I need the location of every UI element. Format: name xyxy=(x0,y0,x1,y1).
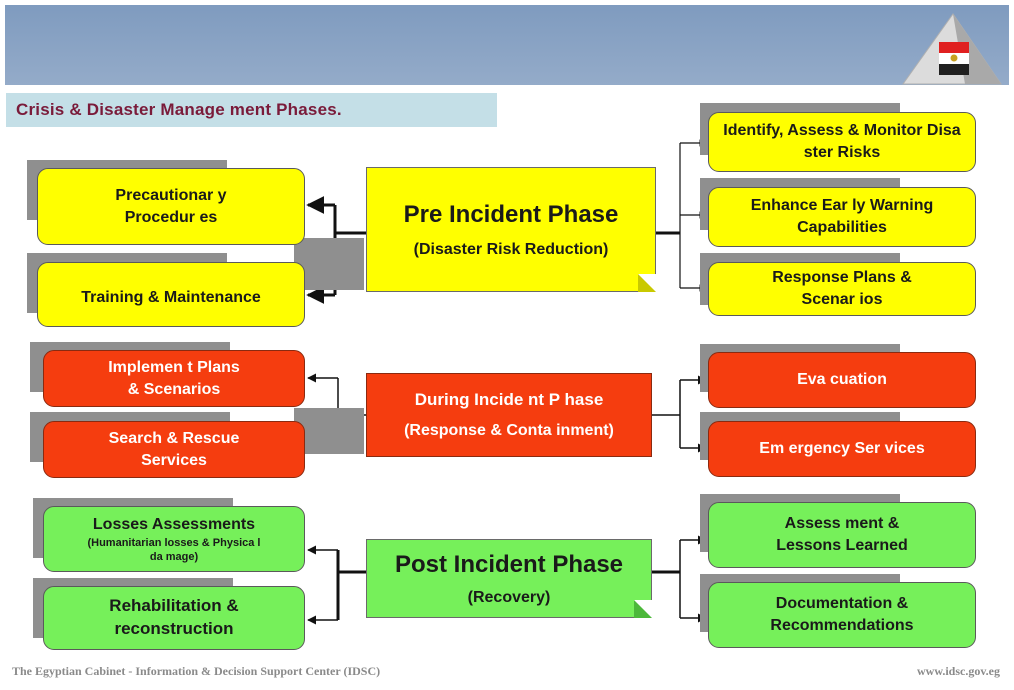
assessment-lessons-box: Assess ment & Lessons Learned xyxy=(708,502,976,568)
implement-plans-box: Implemen t Plans & Scenarios xyxy=(43,350,305,407)
losses-assessments-box: Losses Assessments (Humanitarian losses … xyxy=(43,506,305,572)
footer-website-link[interactable]: www.idsc.gov.eg xyxy=(916,664,1000,678)
precautionary-procedures-box: Precautionar y Procedur es xyxy=(37,168,305,245)
header-banner xyxy=(5,5,1009,85)
enhance-early-warning-box: Enhance Ear ly Warning Capabilities xyxy=(708,187,976,247)
pre-incident-phase-title: Pre Incident Phase xyxy=(403,200,619,228)
training-maintenance-box: Training & Maintenance xyxy=(37,262,305,327)
footer-organization: The Egyptian Cabinet - Information & Dec… xyxy=(12,664,381,678)
evacuation-box: Eva cuation xyxy=(708,352,976,408)
during-incident-phase-subtitle: (Response & Conta inment) xyxy=(404,422,614,439)
post-incident-phase-subtitle: (Recovery) xyxy=(467,588,551,606)
pre-incident-phase-box: Pre Incident Phase (Disaster Risk Reduct… xyxy=(366,167,656,292)
documentation-recommendations-box: Documentation & Recommendations xyxy=(708,582,976,648)
response-plans-box: Response Plans & Scenar ios xyxy=(708,262,976,316)
emergency-services-box: Em ergency Ser vices xyxy=(708,421,976,477)
identify-assess-monitor-box: Identify, Assess & Monitor Disa ster Ris… xyxy=(708,112,976,172)
page-fold-icon xyxy=(634,600,652,618)
page-fold-icon xyxy=(638,274,656,292)
post-incident-phase-title: Post Incident Phase xyxy=(394,550,624,578)
during-incident-phase-title: During Incide nt P hase xyxy=(414,390,604,409)
slide-subtitle: Crisis & Disaster Manage ment Phases. xyxy=(6,93,497,127)
rehabilitation-reconstruction-box: Rehabilitation & reconstruction xyxy=(43,586,305,650)
search-rescue-box: Search & Rescue Services xyxy=(43,421,305,478)
pre-incident-phase-subtitle: (Disaster Risk Reduction) xyxy=(413,240,609,258)
post-incident-phase-box: Post Incident Phase (Recovery) xyxy=(366,539,652,618)
pyramid-logo-icon xyxy=(902,13,1002,85)
during-incident-phase-box: During Incide nt P hase (Response & Cont… xyxy=(366,373,652,457)
